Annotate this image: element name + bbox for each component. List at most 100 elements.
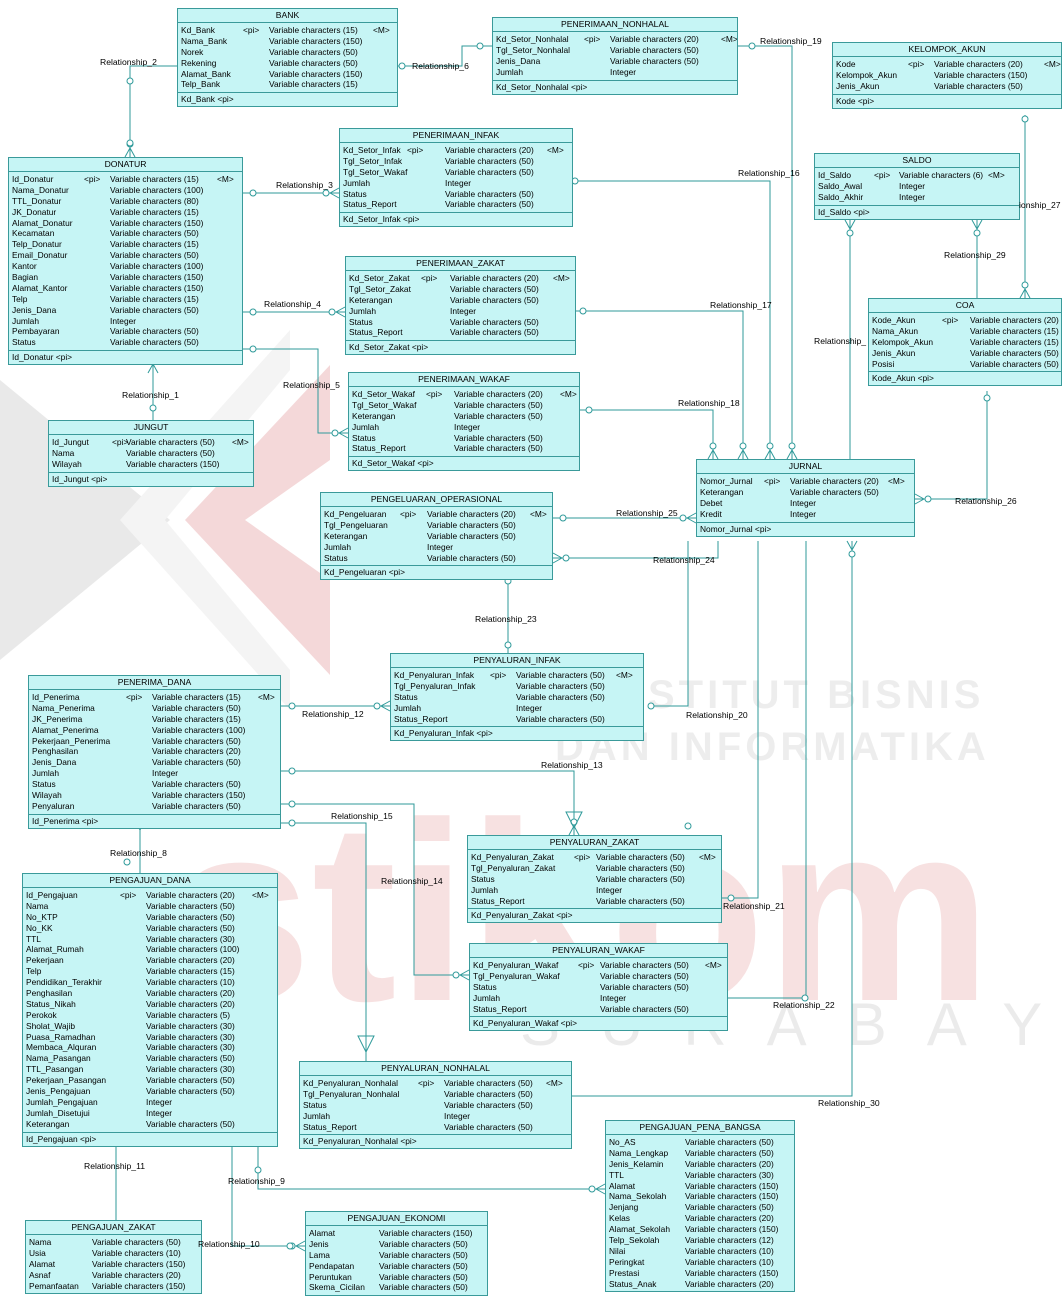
attribute-name: Status_Report — [471, 895, 525, 906]
attribute-row: Kode_Akun<pi>Variable characters (20) — [872, 315, 1061, 326]
attribute-type: Variable characters (20) — [450, 273, 539, 283]
attribute-type: Variable characters (150) — [685, 1224, 779, 1235]
attribute-mandatory: <M> — [547, 145, 564, 155]
attribute-type: Variable characters (50) — [126, 437, 215, 447]
attribute-name: Peruntukan — [309, 1271, 352, 1282]
attribute-type: Variable characters (50) — [427, 552, 516, 563]
attribute-type: Variable characters (20) — [610, 34, 699, 44]
attribute-name: Status_Report — [349, 327, 403, 338]
attribute-type: Variable characters (15) — [152, 692, 241, 702]
attribute-type: Variable characters (10) — [685, 1256, 774, 1267]
entity-identifier: Kd_Setor_Nonhalal <pi> — [493, 79, 737, 94]
attribute-type: Variable characters (20) — [445, 145, 534, 155]
attribute-name: Status — [473, 981, 497, 992]
attribute-type: Integer — [790, 497, 817, 508]
attribute-name: Jenis_Akun — [872, 347, 916, 358]
entity-attributes: Id_Pengajuan<pi>Variable characters (20)… — [23, 888, 277, 1132]
entity-identifier: Nomor_Jurnal <pi> — [697, 521, 914, 536]
attribute-type: Variable characters (50) — [516, 691, 605, 702]
attribute-mandatory: <M> — [373, 25, 390, 35]
entity-attributes: Id_Jungut<pi>Variable characters (50)<M>… — [49, 435, 253, 472]
relationship-label: Relationship_11 — [84, 1161, 145, 1171]
entity-attributes: Kd_Penyaluran_Wakaf<pi>Variable characte… — [470, 958, 727, 1016]
attribute-type: Variable characters (50) — [600, 1003, 689, 1014]
attribute-type: Variable characters (50) — [596, 895, 685, 906]
attribute-name: JK_Penerima — [32, 713, 83, 724]
attribute-key: <pi> — [578, 960, 595, 970]
attribute-name: Sholat_Wajib — [26, 1020, 76, 1031]
attribute-type: Variable characters (20) — [152, 746, 241, 757]
attribute-type: Variable characters (50) — [600, 981, 689, 992]
entity-attributes: Kd_Penyaluran_Nonhalal<pi>Variable chara… — [300, 1076, 571, 1134]
attribute-mandatory: <M> — [553, 273, 570, 283]
attribute-name: Nama_Sekolah — [609, 1191, 667, 1202]
relationship-label: Relationship_26 — [955, 496, 1017, 506]
attribute-key: <pi> — [942, 315, 959, 325]
attribute-name: Nama_Pasangan — [26, 1053, 91, 1064]
entity-title: COA — [869, 299, 1061, 313]
relationship-label: Relationship_22 — [773, 1000, 835, 1010]
attribute-name: No_KTP — [26, 911, 58, 922]
attribute-name: Kd_Penyaluran_Infak — [394, 670, 475, 680]
attribute-name: Kecamatan — [12, 228, 55, 239]
attribute-type: Variable characters (50) — [454, 410, 543, 421]
attribute-name: Kelompok_Akun — [836, 69, 897, 80]
relationship-label: Relationship_23 — [475, 614, 537, 624]
attribute-type: Variable characters (50) — [445, 166, 534, 177]
attribute-type: Variable characters (20) — [970, 315, 1059, 325]
attribute-row: Telp_Donatur Variable characters (15) — [12, 239, 242, 250]
attribute-type: Variable characters (150) — [379, 1228, 473, 1238]
relationship-label: Relationship_1 — [122, 390, 179, 400]
attribute-key: <pi> — [874, 170, 891, 180]
attribute-name: TTL — [609, 1169, 624, 1180]
attribute-name: Telp_Donatur — [12, 239, 62, 250]
attribute-type: Variable characters (50) — [379, 1249, 468, 1260]
attribute-name: Wilayah — [32, 790, 62, 801]
attribute-name: Nama_Penerima — [32, 702, 95, 713]
attribute-row: Id_Pengajuan<pi>Variable characters (20)… — [26, 890, 277, 901]
entity-attributes: Id_Penerima<pi>Variable characters (15)<… — [29, 690, 280, 814]
attribute-type: Variable characters (15) — [110, 239, 199, 250]
attribute-type: Variable characters (50) — [516, 670, 605, 680]
attribute-key: <pi> — [490, 670, 507, 680]
relationship-label: Relationship_5 — [283, 380, 340, 390]
